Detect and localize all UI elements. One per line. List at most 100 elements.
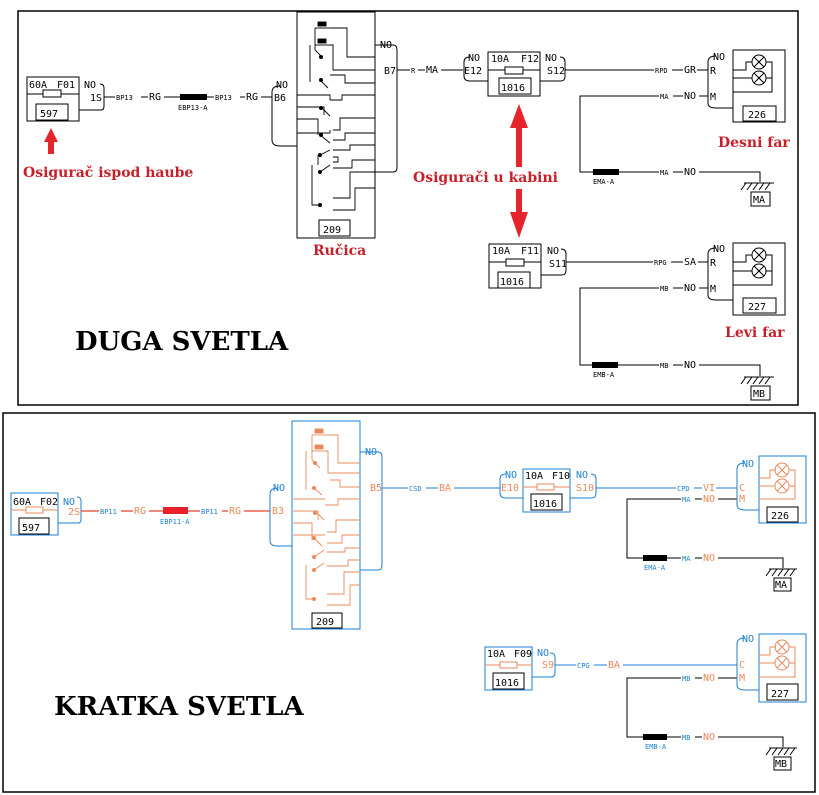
wire-code: CSD [409,485,422,493]
top-panel: 60A F01 597 NO 1S BP13 RG EBP13-A BP13 R… [17,10,799,406]
splice-label: EMB-A [593,371,615,379]
bulb-icon [774,655,790,671]
wire-color: NO [684,167,696,178]
right-headlight-226-low: NO C M 226 [736,455,807,524]
wire-right-ground: MA NO EMA-A MA NO [579,90,761,186]
connector-label: NO [576,470,588,481]
ground-mb-low: MB [765,747,797,771]
lamp-box-number: 227 [748,302,766,313]
panel-title-high-beam: DUGA SVETLA [75,327,289,357]
pin-label: B7 [384,66,396,77]
connector-label: NO [742,459,754,470]
fuse-box-number: 1016 [495,678,519,689]
splice-label: EMB-A [645,743,667,751]
pin-label: B3 [272,506,284,517]
pin-label: E12 [464,66,482,77]
bulb-icon [751,54,767,70]
fuse-id: F10 [552,471,570,482]
wire-color: NO [684,91,696,102]
wire-color: RG [246,92,258,103]
bulb-icon [774,462,790,478]
wire-color: NO [684,283,696,294]
fuse-cabin-f09: 10A F09 1016 NO S9 [484,646,556,691]
wire-code: BP11 [100,508,117,516]
switch-box-number: 209 [323,225,341,236]
pin-label: 1S [90,93,102,104]
pin-label: S11 [549,259,567,270]
lamp-box-number: 227 [771,689,789,700]
splice-label: EMA-A [644,564,666,572]
wire-code: BP13 [116,94,133,102]
pin-label: S12 [547,66,565,77]
splice-emb [592,362,618,368]
bulb-icon [774,639,790,655]
splice-emb-low [643,734,667,740]
wire-code: RPG [654,259,667,267]
connector-label: NO [713,52,725,63]
arrow-underhood [44,128,58,154]
panel-title-low-beam: KRATKA SVETLA [54,692,304,722]
pin-label: E10 [501,483,519,494]
connector-label: NO [547,246,559,257]
connector-label: NO [63,497,75,508]
pin-label: R [710,66,717,77]
switch-box-number: 209 [316,617,334,628]
connector-label: NO [276,80,288,91]
wire-color: GR [684,65,697,76]
bottom-panel: 60A F02 597 NO 2S BP11 RG EBP11-A BP11 R… [2,412,816,793]
bulb-icon [751,263,767,279]
wire-color: NO [703,732,715,743]
splice-ema-low [643,555,667,561]
pin-label: S10 [576,483,594,494]
wire-color: NO [703,553,715,564]
fuse-rating: 10A [487,649,505,660]
note-stalk: Ručica [313,243,366,259]
connector-label: NO [365,447,377,458]
fuse-box-number: 1016 [500,277,524,288]
ground-label: MB [775,759,787,770]
pin-label: S9 [542,660,554,671]
wire-code: R [411,67,416,75]
connector-label: NO [505,470,517,481]
fuse-id: F11 [521,246,539,257]
wire-code: CPD [677,485,690,493]
pin-label: M [739,673,745,684]
wire-right-feed: RPD GR [565,64,708,76]
fuse-id: F01 [57,80,75,91]
pin-label: C [739,483,745,494]
fuse-id: F02 [40,497,58,508]
ground-ma: MA [740,182,774,207]
note-underhood-fuse: Osigurač ispod haube [23,165,193,181]
splice-label: EMA-A [593,178,615,186]
wire-color: BA [608,660,620,671]
wire-code: MB [660,362,668,370]
pin-label: M [710,92,716,103]
wire-color: NO [703,494,715,505]
ground-label: MA [753,195,765,206]
wire-code: MB [682,734,690,742]
wire-color: RG [229,506,241,517]
bulb-icon [774,478,790,494]
wire-switch-out: R MA [397,64,463,76]
ground-label: MB [753,389,765,400]
wire-color: NO [703,673,715,684]
splice-ema [593,169,619,175]
wire-color: BA [439,483,451,494]
connector-label: NO [742,634,754,645]
connector-label: NO [468,53,480,64]
connector-label: NO [84,80,96,91]
pin-label: R [710,258,717,269]
fuse-cabin-f11: 10A F11 1016 NO S11 [488,243,567,289]
wire-color: SA [684,257,696,268]
wire-color: NO [684,360,696,371]
bulb-icon [751,70,767,86]
note-cabin-fuses: Osigurači u kabini [413,170,558,186]
pin-label: 2S [68,507,80,518]
wire-code: MA [660,93,669,101]
right-headlight-226: NO R M 226 [707,49,786,123]
connector-label: NO [273,483,285,494]
wire-code: RPD [655,67,668,75]
wire-bp11: BP11 RG EBP11-A BP11 RG [81,505,270,526]
fuse-box-number: 597 [40,109,58,120]
